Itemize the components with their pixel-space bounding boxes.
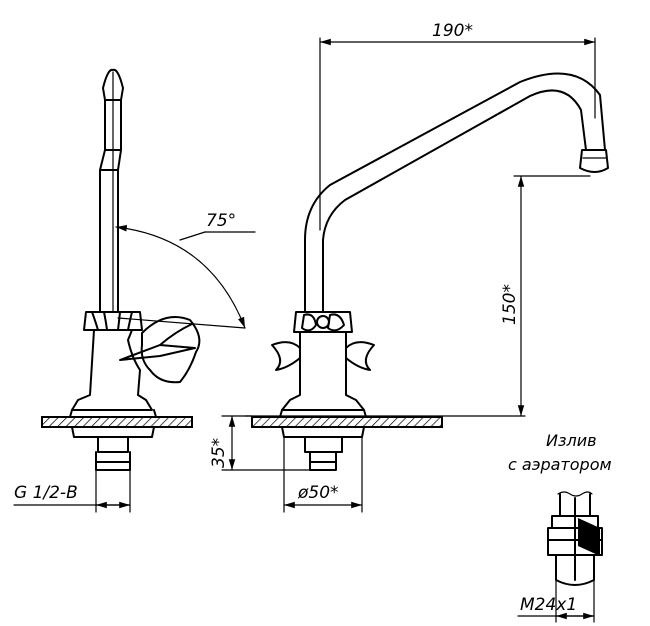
body-right <box>279 331 367 471</box>
aerator-thread-dimension: M24x1 <box>517 579 595 623</box>
valve-nut-right <box>293 311 353 333</box>
countertop-left <box>41 416 193 428</box>
inlet-thread-label: G 1/2-B <box>14 483 78 503</box>
body-left <box>69 329 157 471</box>
swivel-angle-dimension: 75° <box>115 211 256 329</box>
vertical-tube <box>99 68 124 313</box>
detail-caption-line1: Излив <box>546 431 597 450</box>
spout-height-label: 150* <box>500 284 520 325</box>
spout-reach-dimension: 190* <box>319 21 596 231</box>
valve-nut-left <box>83 311 143 331</box>
front-view: 190* 150* 35* ø50* <box>209 21 609 513</box>
handle-left <box>119 316 201 384</box>
mount-height-dimension: 35* <box>209 415 313 471</box>
spout <box>304 72 609 313</box>
base-diameter-label: ø50* <box>297 483 339 503</box>
side-view: 75° G 1/2-B <box>13 68 256 513</box>
countertop-right <box>251 416 443 428</box>
aerator-body <box>547 491 603 586</box>
swivel-angle-label: 75° <box>206 211 236 231</box>
base-diameter-dimension: ø50* <box>283 436 363 513</box>
inlet-thread-dimension: G 1/2-B <box>13 469 131 513</box>
aerator-thread-label: M24x1 <box>520 595 577 615</box>
handle-right <box>271 341 375 371</box>
detail-caption-line2: с аэратором <box>508 455 612 474</box>
mount-height-label: 35* <box>209 438 229 468</box>
aerator-detail: Излив с аэратором M24x1 <box>508 431 612 623</box>
spout-height-dimension: 150* <box>244 175 591 417</box>
spout-reach-label: 190* <box>432 21 473 41</box>
